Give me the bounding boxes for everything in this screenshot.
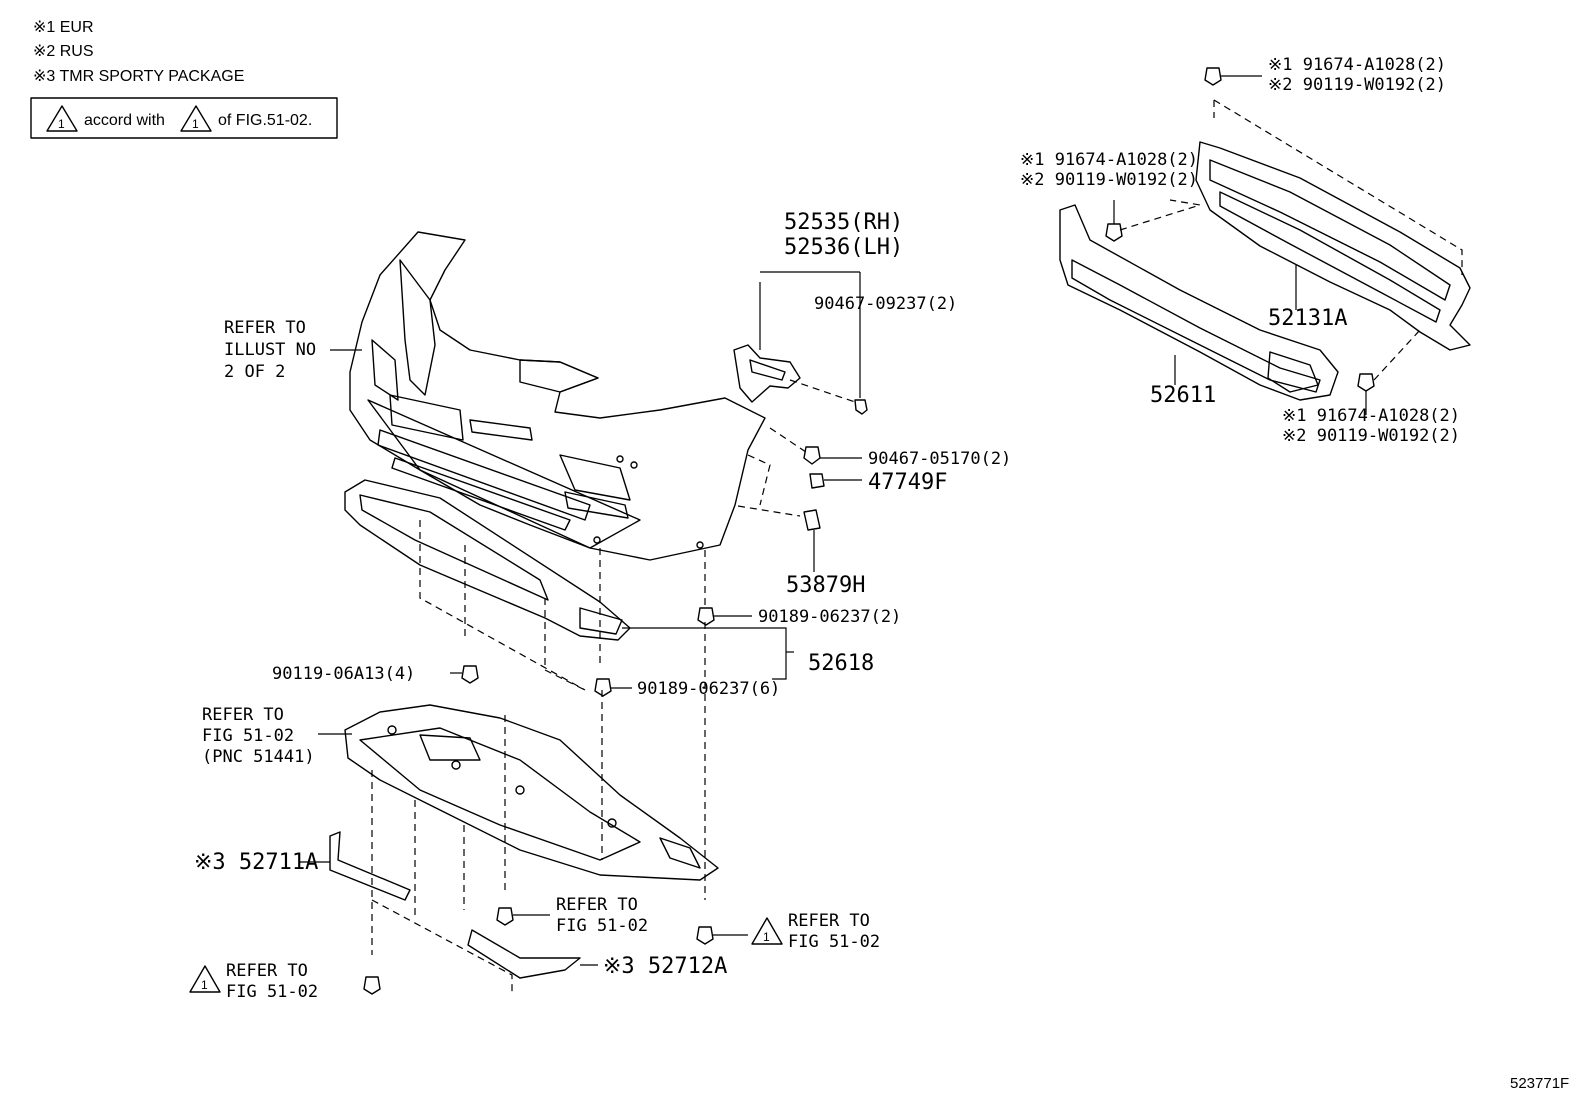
label-refer-illust-3: 2 OF 2 xyxy=(224,362,285,382)
label-bot-1: ※1 91674-A1028(2) xyxy=(1282,406,1460,426)
front-bumper-cover xyxy=(349,231,766,561)
label-52535: 52535(RH) xyxy=(784,210,903,235)
triangle-number: 1 xyxy=(58,117,65,131)
diagram-id: 523771F xyxy=(1510,1075,1569,1092)
label-53879h: 53879H xyxy=(786,573,865,598)
label-refer-fig-1: REFER TO xyxy=(202,705,284,725)
bolts xyxy=(363,607,752,995)
label-refer-a-1: REFER TO xyxy=(556,895,638,915)
warning-triangle-icon xyxy=(180,105,212,132)
label-52712a: ※3 52712A xyxy=(603,954,727,979)
lower-absorber xyxy=(344,479,794,691)
label-mid-1: ※1 91674-A1028(2) xyxy=(1020,150,1198,170)
label-refer-illust-1: REFER TO xyxy=(224,318,306,338)
guide-lines xyxy=(371,548,706,995)
label-90119-06a13: 90119-06A13(4) xyxy=(272,664,415,684)
refer-triangles: 1 1 xyxy=(189,917,783,993)
label-mid-2: ※2 90119-W0192(2) xyxy=(1020,170,1198,190)
label-52618: 52618 xyxy=(808,651,874,676)
label-refer-illust-2: ILLUST NO xyxy=(224,340,316,360)
leader-lines xyxy=(318,349,362,735)
label-90467-05170: 90467-05170(2) xyxy=(868,449,1011,469)
triangle-number: 1 xyxy=(763,930,770,944)
fig-text: of FIG.51-02. xyxy=(218,112,312,129)
label-bot-2: ※2 90119-W0192(2) xyxy=(1282,426,1460,446)
triangle-number: 1 xyxy=(192,117,199,131)
label-top-1: ※1 91674-A1028(2) xyxy=(1268,55,1446,75)
label-refer-b-2: FIG 51-02 xyxy=(788,932,880,952)
note-rus: ※2 RUS xyxy=(33,43,94,60)
label-90189-06237-6: 90189-06237(6) xyxy=(637,679,780,699)
bumper-bracket xyxy=(733,271,868,415)
note-tmr: ※3 TMR SPORTY PACKAGE xyxy=(33,68,244,85)
warning-triangle-icon xyxy=(46,105,78,132)
note-eur: ※1 EUR xyxy=(33,19,94,36)
label-top-2: ※2 90119-W0192(2) xyxy=(1268,75,1446,95)
accord-text: accord with xyxy=(84,112,165,129)
label-refer-fig-2: FIG 51-02 xyxy=(202,726,294,746)
label-refer-a-2: FIG 51-02 xyxy=(556,916,648,936)
label-52711a: ※3 52711A xyxy=(194,850,318,875)
legend-notes: ※1 EUR ※2 RUS ※3 TMR SPORTY PACKAGE 1 ac… xyxy=(30,19,338,139)
triangle-number: 1 xyxy=(201,978,208,992)
warning-triangle-icon xyxy=(189,965,221,993)
bumper-reinforcement xyxy=(1195,67,1471,351)
part-labels: REFER TO ILLUST NO 2 OF 2 52535(RH) 5253… xyxy=(194,55,1569,1092)
label-90467-09237: 90467-09237(2) xyxy=(814,294,957,314)
side-strips xyxy=(300,831,598,979)
label-refer-c-1: REFER TO xyxy=(226,961,308,981)
label-refer-fig-3: (PNC 51441) xyxy=(202,747,315,767)
label-52131a: 52131A xyxy=(1268,306,1347,331)
engine-under-cover xyxy=(344,704,719,881)
cover-fasteners xyxy=(737,427,862,572)
label-52536: 52536(LH) xyxy=(784,235,903,260)
accord-box xyxy=(30,97,338,139)
label-52611: 52611 xyxy=(1150,383,1216,408)
label-refer-c-2: FIG 51-02 xyxy=(226,982,318,1002)
label-90189-06237-2: 90189-06237(2) xyxy=(758,607,901,627)
label-47749f: 47749F xyxy=(868,470,947,495)
bumper-absorber xyxy=(1059,199,1421,415)
label-refer-b-1: REFER TO xyxy=(788,911,870,931)
warning-triangle-icon xyxy=(751,917,783,945)
